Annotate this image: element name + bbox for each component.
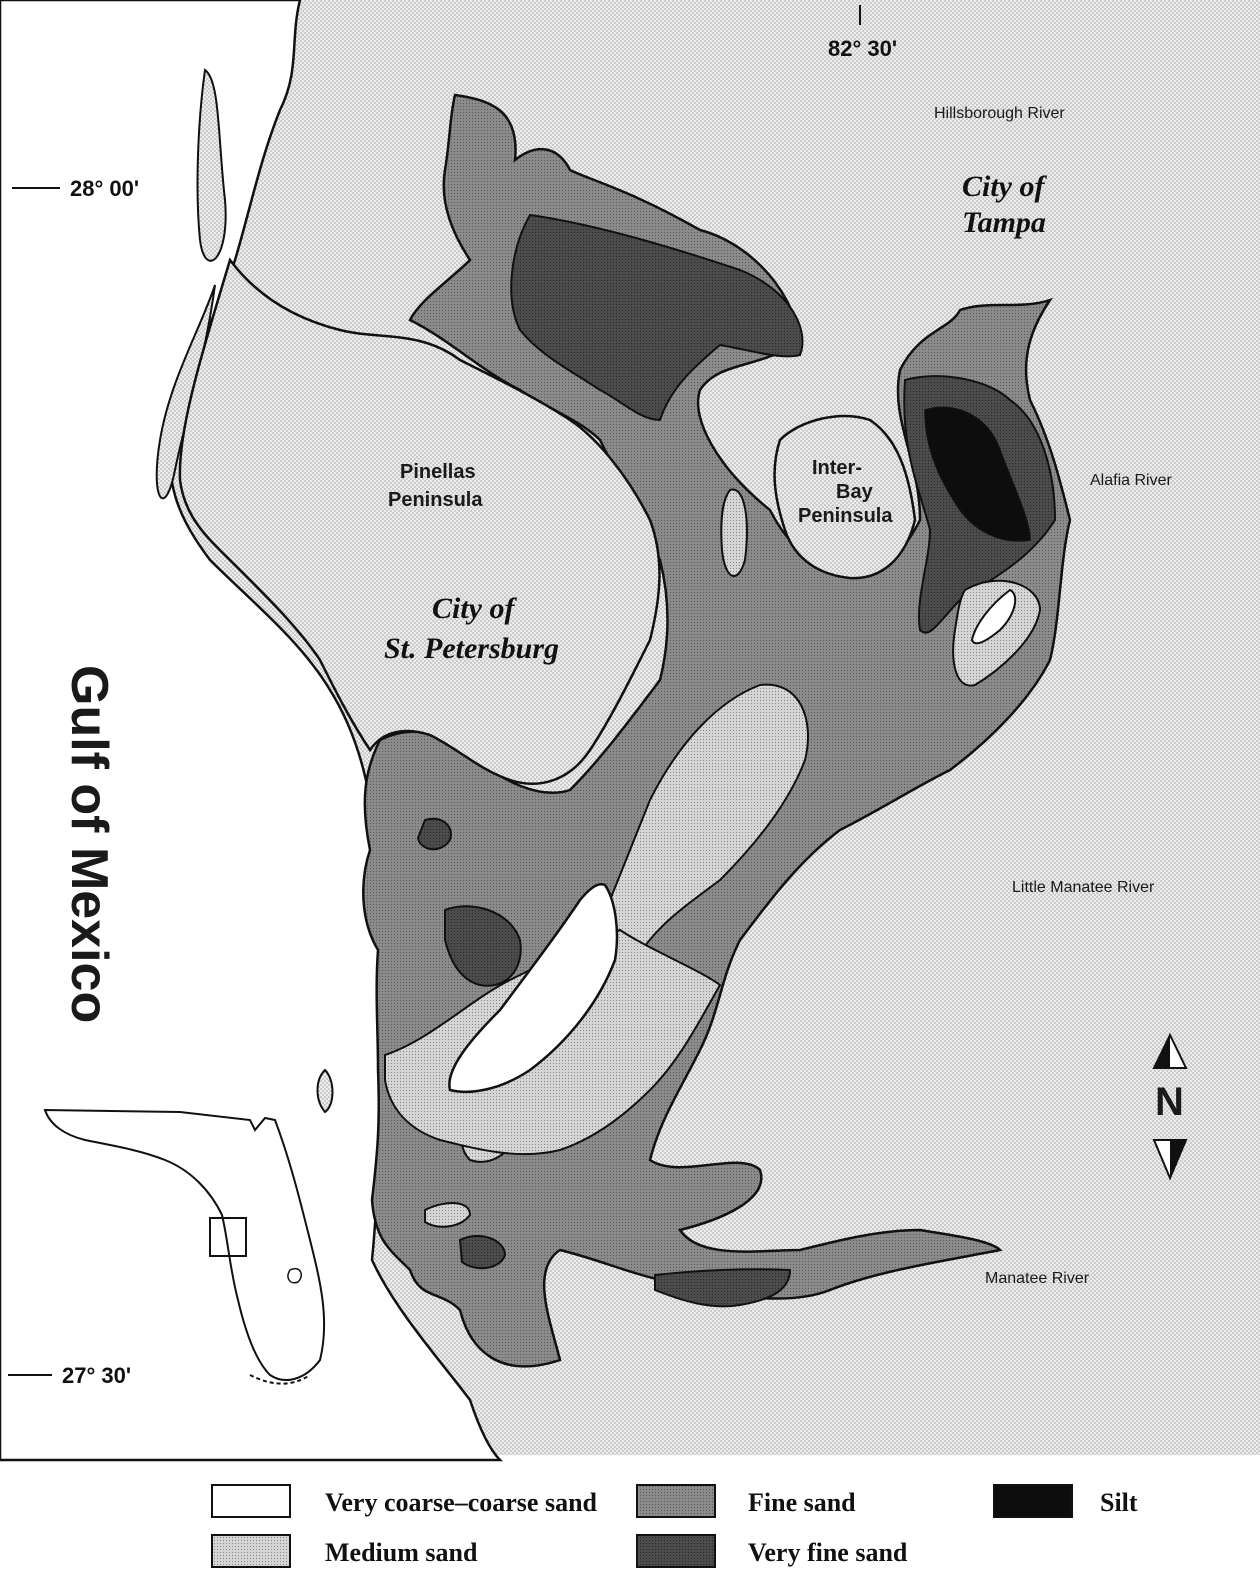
legend-label-fine: Fine sand — [748, 1488, 856, 1517]
legend-swatch-silt — [993, 1484, 1073, 1518]
tampa-label-line1: City of — [962, 170, 1047, 203]
north-label: N — [1155, 1080, 1184, 1124]
florida-inset — [43, 1108, 326, 1385]
pinellas-label-line1: Pinellas — [400, 461, 476, 483]
zone-very-fine-sand — [444, 905, 522, 987]
zone-medium-sand — [720, 488, 748, 577]
legend-label-very-coarse: Very coarse–coarse sand — [325, 1488, 598, 1517]
lat-label-top: 28° 00' — [70, 176, 139, 201]
interbay-label-line3: Peninsula — [798, 505, 893, 527]
zone-very-fine-sand — [654, 1268, 792, 1308]
zone-very-fine-sand — [416, 817, 452, 851]
lon-label: 82° 30' — [828, 36, 897, 61]
gulf-water — [0, 0, 504, 1462]
pinellas-peninsula-land — [178, 257, 661, 785]
barrier-island — [316, 1068, 334, 1114]
legend: Very coarse–coarse sand Fine sand Silt M… — [211, 1484, 1138, 1568]
interbay-peninsula-land — [773, 414, 917, 580]
legend-swatch-very-fine — [636, 1534, 716, 1568]
gulf-label: Gulf of Mexico — [60, 665, 118, 1023]
pinellas-label-line2: Peninsula — [388, 489, 483, 511]
barrier-island — [196, 68, 227, 262]
legend-label-silt: Silt — [1100, 1488, 1138, 1517]
zone-very-fine-sand — [458, 1235, 507, 1270]
interbay-label-line2: Bay — [836, 481, 874, 503]
zone-very-coarse-sand — [448, 883, 619, 1094]
zone-very-coarse-sand — [970, 588, 1017, 645]
legend-label-medium: Medium sand — [325, 1538, 478, 1567]
alafia-river-label: Alafia River — [1090, 472, 1172, 489]
zone-very-fine-sand — [510, 213, 804, 422]
interbay-label-line1: Inter- — [812, 457, 862, 479]
zone-silt — [924, 406, 1031, 542]
stpete-label-line1: City of — [432, 592, 517, 625]
legend-swatch-fine — [636, 1484, 716, 1518]
manatee-river-label: Manatee River — [985, 1270, 1090, 1287]
hillsborough-river-label: Hillsborough River — [934, 105, 1065, 122]
zone-medium-sand — [424, 1202, 472, 1228]
inset-locator-box — [209, 1217, 247, 1257]
legend-label-very-fine: Very fine sand — [748, 1538, 908, 1567]
lat-label-bottom: 27° 30' — [62, 1363, 131, 1388]
stpete-label-line2: St. Petersburg — [384, 632, 559, 665]
legend-swatch-medium — [211, 1534, 291, 1568]
north-arrow-icon: N — [1152, 1032, 1188, 1181]
little-manatee-river-label: Little Manatee River — [1012, 879, 1155, 896]
tampa-label-line2: Tampa — [962, 206, 1046, 239]
legend-swatch-very-coarse — [211, 1484, 291, 1518]
